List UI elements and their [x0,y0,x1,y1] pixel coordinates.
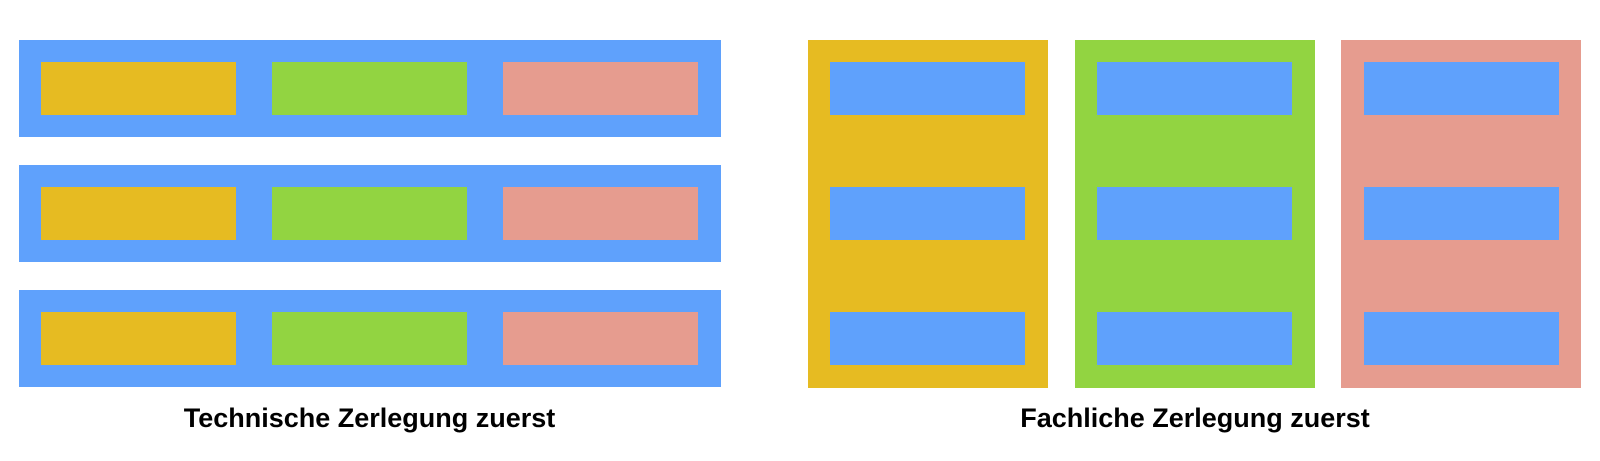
column-1-module-2 [830,187,1025,240]
layer-1-module-3 [503,62,698,115]
caption-domain-decomposition: Fachliche Zerlegung zuerst [1020,403,1370,433]
column-2-module-2 [1097,187,1292,240]
caption-technical-decomposition: Technische Zerlegung zuerst [183,403,556,433]
layer-3-module-2 [272,312,467,365]
layer-2-module-3 [503,187,698,240]
column-3-module-1 [1364,62,1559,115]
layer-2-module-2 [272,187,467,240]
layer-3-module-3 [503,312,698,365]
column-3-module-3 [1364,312,1559,365]
column-1-module-3 [830,312,1025,365]
layer-1-module-2 [272,62,467,115]
column-2-module-1 [1097,62,1292,115]
layer-2-module-1 [41,187,236,240]
column-3-module-2 [1364,187,1559,240]
column-1-module-1 [830,62,1025,115]
layer-1-module-1 [41,62,236,115]
layer-3-module-1 [41,312,236,365]
column-2-module-3 [1097,312,1292,365]
